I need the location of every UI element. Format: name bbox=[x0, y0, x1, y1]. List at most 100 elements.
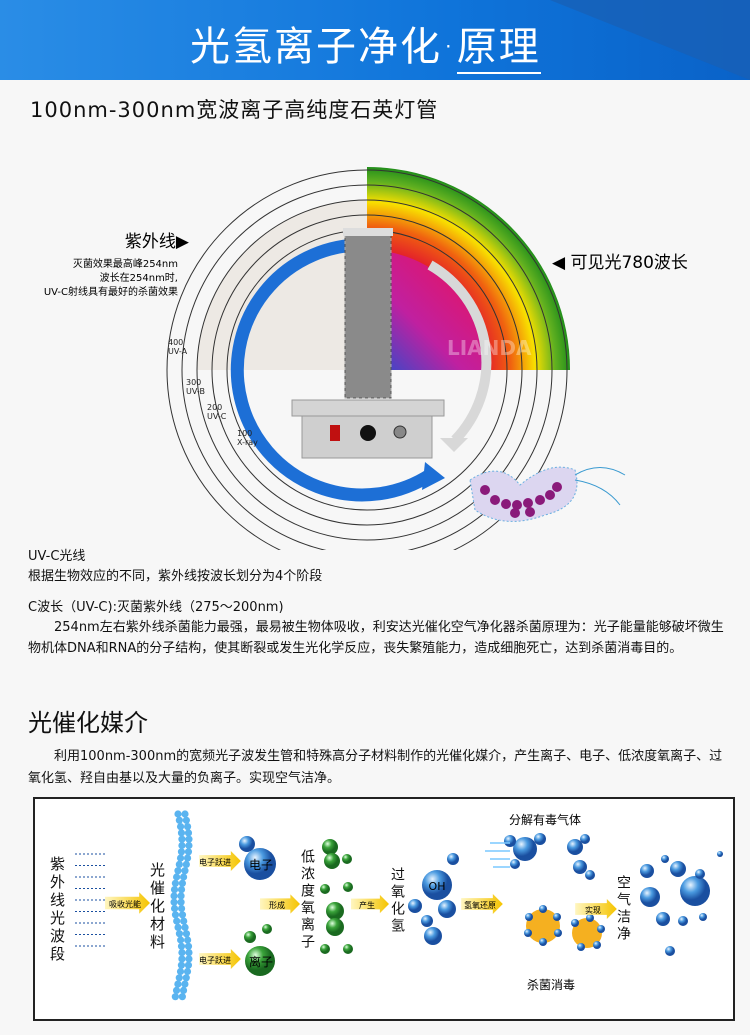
media-title: 光催化媒介 bbox=[28, 709, 148, 737]
ring-uv-b bbox=[196, 199, 538, 541]
catalyst-bead bbox=[174, 923, 182, 931]
section-subtitle: 100nm-300nm宽波离子高纯度石英灯管 bbox=[30, 98, 439, 122]
catalyst-bead bbox=[182, 860, 190, 868]
catalyst-bead bbox=[181, 810, 189, 818]
uv-desc-line: 波长在254nm时, bbox=[100, 271, 178, 284]
power-switch bbox=[330, 425, 340, 441]
sterilize-balls bbox=[524, 905, 605, 951]
catalyst-bead bbox=[181, 867, 189, 875]
peroxide-label: 过氧化氢 bbox=[389, 867, 405, 935]
oxygen-ion-blobs bbox=[320, 839, 353, 954]
ring-uv-c bbox=[211, 214, 523, 526]
band-nm: 400 bbox=[168, 338, 183, 347]
catalyst-bead bbox=[179, 986, 188, 994]
decompose-label: 分解有毒气体 bbox=[509, 812, 581, 827]
catalyst-bead bbox=[170, 892, 178, 900]
catalyst-bead bbox=[177, 892, 185, 900]
catalyst-bead bbox=[184, 961, 193, 969]
catalyst-bead bbox=[181, 980, 189, 988]
catalyst-bead bbox=[174, 810, 182, 818]
ring-uv-a bbox=[181, 184, 553, 550]
catalyst-bead bbox=[175, 816, 183, 824]
catalyst-bead bbox=[172, 986, 181, 994]
oxygen-ion-label: 低浓度氧离子 bbox=[299, 849, 315, 951]
catalyst-bead bbox=[184, 848, 193, 856]
achieve-label: 实现 bbox=[585, 905, 601, 915]
catalyst-bead bbox=[185, 949, 193, 957]
catalyst-bead bbox=[170, 904, 179, 913]
reduce-label: 氢氧还原 bbox=[464, 900, 496, 910]
catalyst-bead bbox=[180, 917, 188, 925]
diagram-svg: 吸收光能 电子跃进 电子跃进 电子 离子 形成 产生 OH 氢氧还原 分解有毒气… bbox=[75, 810, 723, 1001]
catalyst-bead bbox=[184, 829, 193, 837]
grey-arrow-head bbox=[440, 438, 468, 452]
clean-air-bubbles bbox=[640, 851, 723, 956]
visible-light-label: ◀ 可见光780波长 bbox=[552, 253, 688, 273]
absorb-label: 吸收光能 bbox=[109, 899, 141, 909]
catalyst-bead bbox=[176, 823, 185, 831]
sterilize-label: 杀菌消毒 bbox=[527, 977, 575, 992]
catalyst-bead bbox=[178, 993, 186, 1001]
catalyst-bead bbox=[173, 917, 181, 925]
page-title: 光氢离子净化·原理 bbox=[190, 14, 541, 74]
band-name: UV-A bbox=[168, 347, 188, 356]
header-decoration bbox=[550, 0, 750, 80]
band-name: UV-B bbox=[186, 387, 205, 396]
catalyst-bead bbox=[171, 879, 179, 887]
band-nm: 200 bbox=[207, 403, 222, 412]
uv-wave-label: 紫外线光波段 bbox=[48, 856, 66, 964]
catalyst-bead-column bbox=[170, 810, 193, 1001]
catalyst-bead bbox=[178, 841, 186, 850]
uv-wave-arrows bbox=[75, 853, 107, 947]
grey-quadrant bbox=[197, 200, 367, 370]
catalyst-bead bbox=[177, 942, 186, 950]
catalyst-bead bbox=[177, 848, 186, 856]
catalyst-bead bbox=[178, 911, 187, 919]
band-nm: 100 bbox=[237, 429, 252, 438]
ion-label: 离子 bbox=[249, 954, 273, 969]
catalyst-bead bbox=[179, 873, 188, 881]
uv-label: 紫外线▶ bbox=[125, 232, 190, 252]
catalyst-bead bbox=[178, 949, 186, 957]
uvc-paragraph: 254nm左右紫外线杀菌能力最强，最易被生物体吸收，利安达光催化空气净化器杀菌原… bbox=[28, 620, 724, 656]
catalyst-bead bbox=[176, 854, 185, 862]
catalyst-bead bbox=[184, 936, 192, 944]
catalyst-bead bbox=[170, 886, 179, 894]
catalyst-bead bbox=[178, 955, 186, 963]
uv-lamp-device bbox=[291, 228, 445, 459]
knob bbox=[360, 425, 376, 441]
spectrum-illustration: LIANDA 紫外线▶ 灭菌效果最高峰254nm 波长在254nm时, UV-C… bbox=[44, 167, 688, 550]
catalyst-bead bbox=[185, 835, 193, 843]
uv-desc-line: UV-C射线具有最好的杀菌效果 bbox=[44, 285, 178, 298]
catalyst-bead bbox=[182, 816, 190, 824]
uvc-line2: C波长（UV-C):灭菌紫外线（275～200nm) bbox=[28, 600, 284, 615]
catalyst-bead bbox=[177, 936, 185, 944]
watermark-logo: LIANDA bbox=[447, 336, 532, 360]
catalyst-bead bbox=[178, 879, 186, 887]
toxic-gas-clusters bbox=[504, 833, 595, 880]
media-paragraph: 利用100nm-300nm的宽频光子波发生管和特殊高分子材料制作的光催化媒介，产… bbox=[28, 749, 723, 786]
catalyst-bead bbox=[183, 823, 192, 831]
catalyst-bead bbox=[177, 904, 186, 913]
bacterium-illustration bbox=[469, 466, 626, 522]
catalyst-bead bbox=[183, 854, 192, 862]
uvc-title: UV-C光线 bbox=[28, 549, 86, 564]
band-name: X-ray bbox=[237, 438, 258, 447]
blue-arc-arrow bbox=[230, 238, 434, 502]
photocatalysis-diagram: 吸收光能 电子跃进 电子跃进 电子 离子 形成 产生 OH 氢氧还原 分解有毒气… bbox=[33, 797, 735, 1021]
uv-spectrum-quadrant bbox=[367, 250, 487, 370]
uv-desc-line: 灭菌效果最高峰254nm bbox=[73, 257, 178, 270]
oh-molecules: OH bbox=[408, 853, 459, 945]
electron-label: 电子 bbox=[249, 858, 273, 872]
blue-arrow-head bbox=[422, 462, 445, 490]
clean-air-label: 空气洁净 bbox=[615, 875, 631, 943]
material-label: 光催化材料 bbox=[148, 862, 166, 952]
catalyst-bead bbox=[175, 930, 184, 938]
catalyst-bead bbox=[174, 867, 182, 875]
catalyst-bead bbox=[170, 898, 178, 906]
produce-label: 产生 bbox=[359, 900, 375, 910]
catalyst-bead bbox=[177, 829, 186, 837]
catalyst-bead bbox=[175, 860, 183, 868]
catalyst-bead bbox=[184, 942, 193, 950]
catalyst-bead bbox=[177, 961, 186, 969]
